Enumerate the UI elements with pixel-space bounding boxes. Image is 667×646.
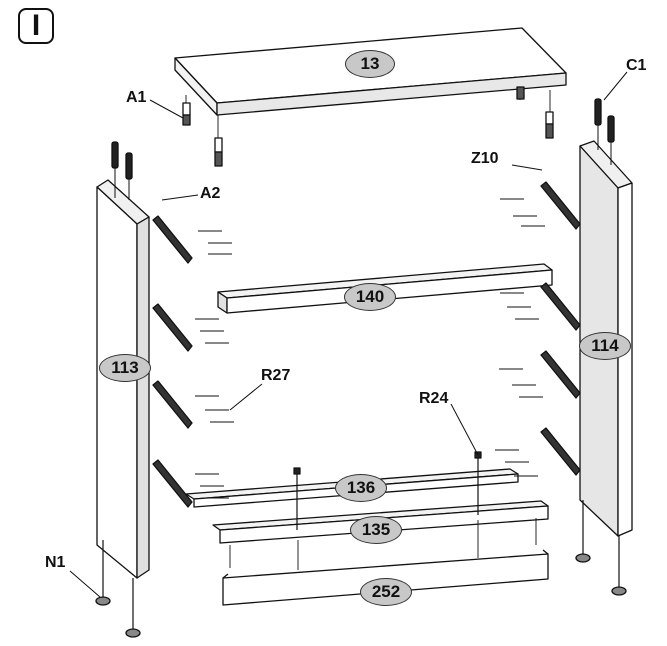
screws-right: [495, 198, 545, 477]
step-indicator: I: [18, 8, 54, 44]
hardware-label-r24: R24: [419, 390, 449, 407]
hardware-label-c1: C1: [626, 57, 647, 74]
leader-lines: [69, 71, 628, 598]
hardware-label-r27: R27: [261, 367, 291, 384]
hardware-label-a1: A1: [126, 89, 147, 106]
brackets-left: [152, 215, 193, 508]
hardware-label-a2: A2: [200, 185, 221, 202]
left-side-panel: [96, 179, 150, 579]
part-label-rail-lower: 135: [350, 516, 402, 544]
brackets-right: [540, 181, 581, 476]
hardware-label-n1: N1: [45, 554, 66, 571]
feet: [95, 500, 627, 638]
part-label-plinth: 252: [360, 578, 412, 606]
c1-rods-right: [594, 98, 615, 165]
part-label-side-right: 114: [579, 332, 631, 360]
part-label-rail-middle: 136: [335, 474, 387, 502]
part-label-side-left: 113: [99, 354, 151, 382]
c1-rods-left: [111, 141, 133, 200]
part-label-rail-upper: 140: [344, 283, 396, 311]
part-label-top: 13: [345, 50, 395, 78]
screws-left: [195, 230, 234, 499]
top-fittings: [182, 86, 554, 167]
hardware-label-z10: Z10: [471, 150, 499, 167]
